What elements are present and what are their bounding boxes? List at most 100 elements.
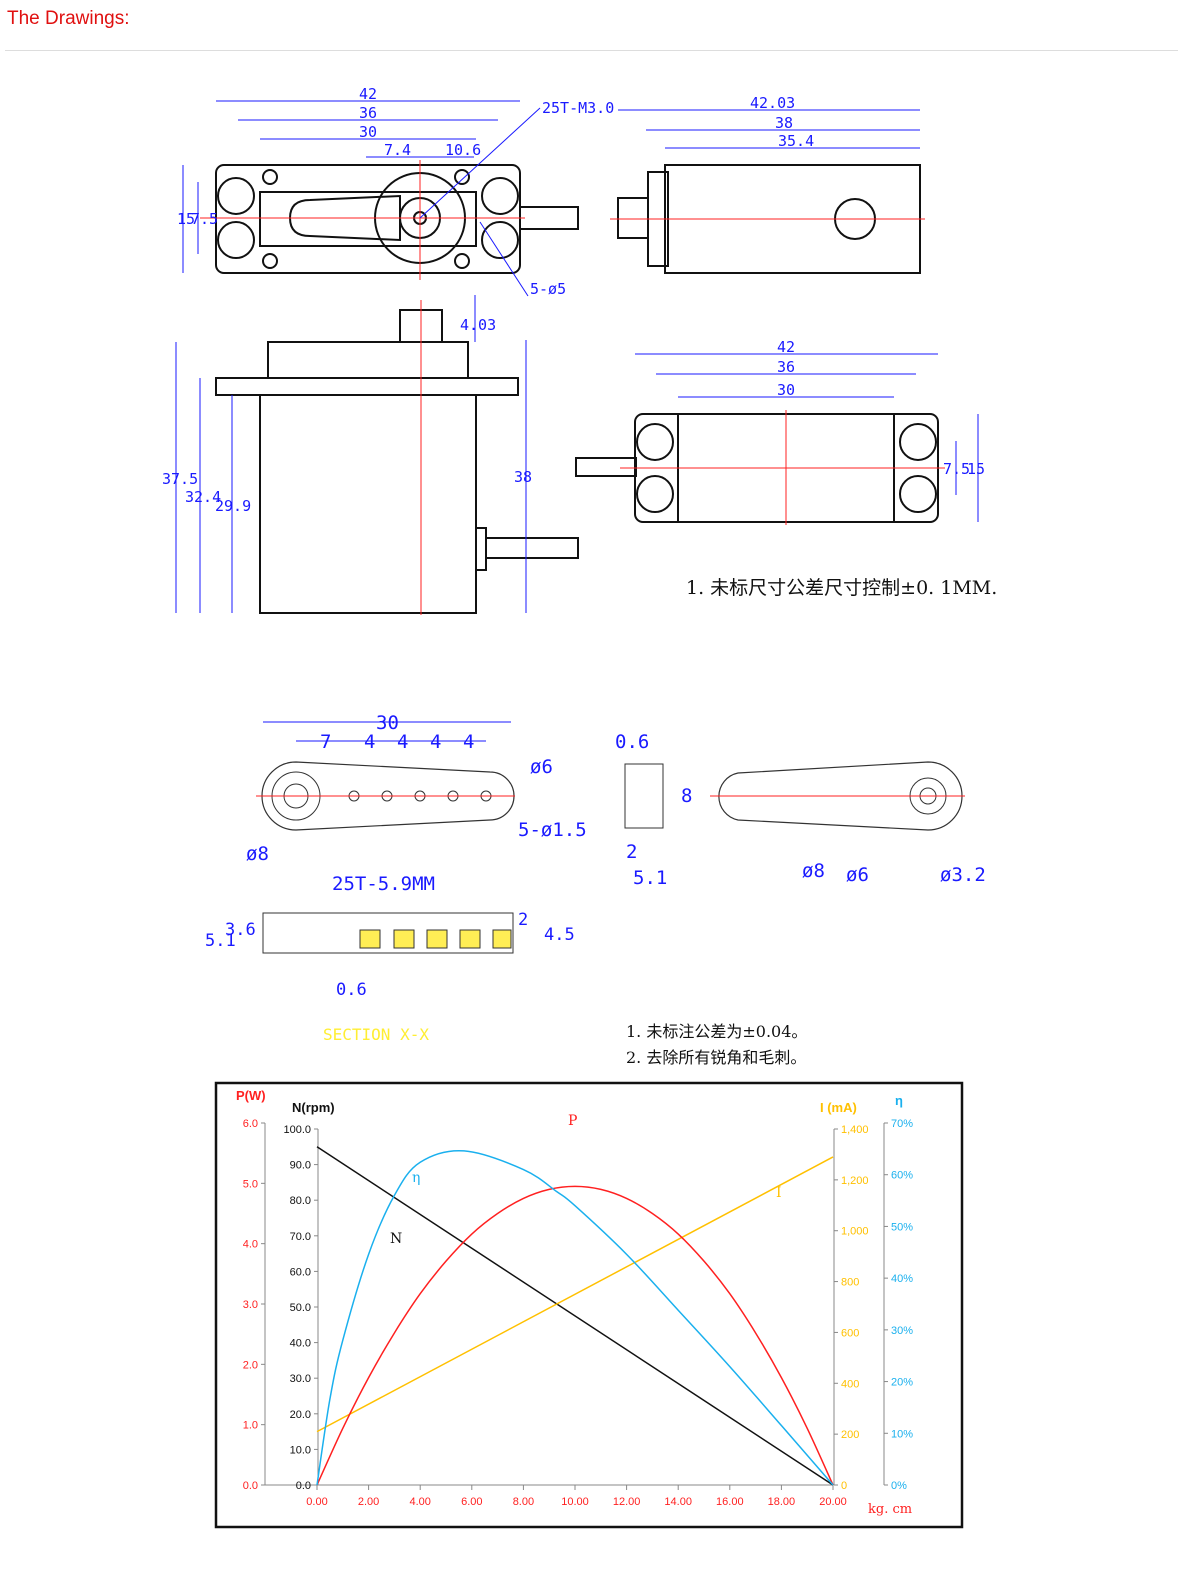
- axis-title-I: I (mA): [820, 1100, 857, 1115]
- x-tick-label: 8.00: [513, 1496, 534, 1508]
- y-tick-label-I: 0: [841, 1480, 847, 1492]
- dim-label: 8: [681, 785, 692, 807]
- dim-label: 7.5: [191, 210, 218, 228]
- y-tick-label-eta: 60%: [891, 1170, 913, 1182]
- dim-label: 38: [775, 114, 793, 132]
- dim-label: 15: [967, 460, 985, 478]
- y-tick-label-P: 0.0: [243, 1480, 258, 1492]
- y-tick-label-eta: 0%: [891, 1480, 907, 1492]
- dim-label: 5.1: [633, 867, 667, 889]
- y-tick-label-I: 1,000: [841, 1226, 869, 1238]
- dim-label: 7.5: [943, 460, 970, 478]
- x-tick-label: 4.00: [409, 1496, 430, 1508]
- dim-label: 7.4: [384, 141, 411, 159]
- dim-label: 5.1: [205, 931, 236, 951]
- dim-label: 29.9: [215, 497, 251, 515]
- y-tick-label-I: 200: [841, 1429, 859, 1441]
- divider: [5, 50, 1178, 51]
- dim-label: 30: [376, 712, 399, 734]
- axis-title-P: P(W): [236, 1088, 266, 1103]
- y-tick-label-P: 4.0: [243, 1239, 258, 1251]
- y-tick-label-P: 1.0: [243, 1420, 258, 1432]
- dim-label: 4.5: [544, 925, 575, 945]
- y-tick-label-N: 70.0: [290, 1231, 311, 1243]
- y-tick-label-N: 40.0: [290, 1338, 311, 1350]
- dim-label: ø6: [846, 864, 869, 886]
- series-label-η: η: [412, 1170, 420, 1186]
- x-tick-label: 10.00: [561, 1496, 589, 1508]
- y-tick-label-I: 1,200: [841, 1175, 869, 1187]
- section-label: SECTION X-X: [323, 1025, 429, 1044]
- side-view: 42.03 38 35.4: [610, 94, 925, 274]
- dim-label: 38: [514, 468, 532, 486]
- y-tick-label-P: 5.0: [243, 1178, 258, 1190]
- x-tick-label: 0.00: [306, 1496, 327, 1508]
- dim-label: 32.4: [185, 488, 221, 506]
- dim-label: 30: [777, 381, 795, 399]
- y-tick-label-eta: 20%: [891, 1377, 913, 1389]
- dim-label: 5-ø1.5: [518, 819, 587, 841]
- y-tick-label-eta: 40%: [891, 1273, 913, 1285]
- dim-label: 2: [626, 841, 637, 863]
- dim-label: ø3.2: [940, 864, 986, 886]
- y-tick-label-N: 90.0: [290, 1160, 311, 1172]
- series-line-I: [316, 1156, 834, 1433]
- dim-label: 4: [430, 731, 441, 753]
- series-line-P: [316, 1185, 834, 1486]
- series-label-P: P: [568, 1113, 577, 1129]
- dim-label: 37.5: [162, 470, 198, 488]
- tolerance-note: 1. 未标尺寸公差尺寸控制±0. 1MM.: [686, 577, 997, 599]
- series-label-I: I: [776, 1185, 782, 1201]
- y-tick-label-N: 0.0: [296, 1480, 311, 1492]
- y-tick-label-eta: 70%: [891, 1118, 913, 1130]
- y-tick-label-N: 10.0: [290, 1444, 311, 1456]
- dim-label: 36: [777, 358, 795, 376]
- dim-label: ø6: [530, 756, 553, 778]
- y-tick-label-P: 6.0: [243, 1118, 258, 1130]
- front-view: 4.03 37.5 32.4 29.9 38: [162, 295, 579, 615]
- x-tick-label: 18.00: [768, 1496, 796, 1508]
- x-tick-label: 12.00: [613, 1496, 641, 1508]
- technical-drawing: 42 36 30 7.4 10.6 25T-M3.0 15 7.5 5-ø5 4…: [162, 85, 997, 1067]
- series-line-N: [316, 1146, 834, 1486]
- x-tick-label: 6.00: [461, 1496, 482, 1508]
- y-tick-label-I: 1,400: [841, 1124, 869, 1136]
- dim-label: 42: [777, 338, 795, 356]
- y-tick-label-P: 2.0: [243, 1359, 258, 1371]
- y-tick-label-I: 400: [841, 1378, 859, 1390]
- dim-label: 4: [463, 731, 474, 753]
- series-line-η: [316, 1150, 834, 1486]
- chart-frame: [214, 1081, 964, 1529]
- dim-label: 15: [177, 210, 195, 228]
- dim-label: 3.6: [225, 920, 256, 940]
- y-tick-label-eta: 10%: [891, 1428, 913, 1440]
- dim-label: 42.03: [750, 94, 795, 112]
- dim-label: ø8: [246, 843, 269, 865]
- axis-title-N: N(rpm): [292, 1100, 335, 1115]
- dim-label: 5-ø5: [530, 280, 566, 298]
- y-tick-label-N: 30.0: [290, 1373, 311, 1385]
- dim-label: ø8: [802, 860, 825, 882]
- dim-label: 0.6: [336, 980, 367, 1000]
- y-tick-label-N: 100.0: [283, 1124, 311, 1136]
- dim-label: 4.03: [460, 316, 496, 334]
- y-tick-label-P: 3.0: [243, 1299, 258, 1311]
- y-tick-label-eta: 50%: [891, 1221, 913, 1233]
- dim-label: 0.6: [615, 731, 649, 753]
- dim-label: 2: [518, 910, 528, 930]
- page-title: The Drawings:: [7, 8, 130, 29]
- series-label-N: N: [390, 1231, 402, 1247]
- x-tick-label: 16.00: [716, 1496, 744, 1508]
- dim-label: 25T-5.9MM: [332, 873, 435, 895]
- y-tick-label-eta: 30%: [891, 1325, 913, 1337]
- top-view: 42 36 30 7.4 10.6 25T-M3.0 15 7.5 5-ø5: [177, 85, 614, 298]
- note-2: 2. 去除所有锐角和毛刺。: [626, 1048, 806, 1067]
- y-tick-label-N: 20.0: [290, 1409, 311, 1421]
- axis-title-eta: η: [895, 1093, 903, 1108]
- y-tick-label-I: 600: [841, 1327, 859, 1339]
- x-tick-label: 14.00: [664, 1496, 692, 1508]
- y-tick-label-N: 80.0: [290, 1195, 311, 1207]
- dim-label: 36: [359, 104, 377, 122]
- y-tick-label-N: 50.0: [290, 1302, 311, 1314]
